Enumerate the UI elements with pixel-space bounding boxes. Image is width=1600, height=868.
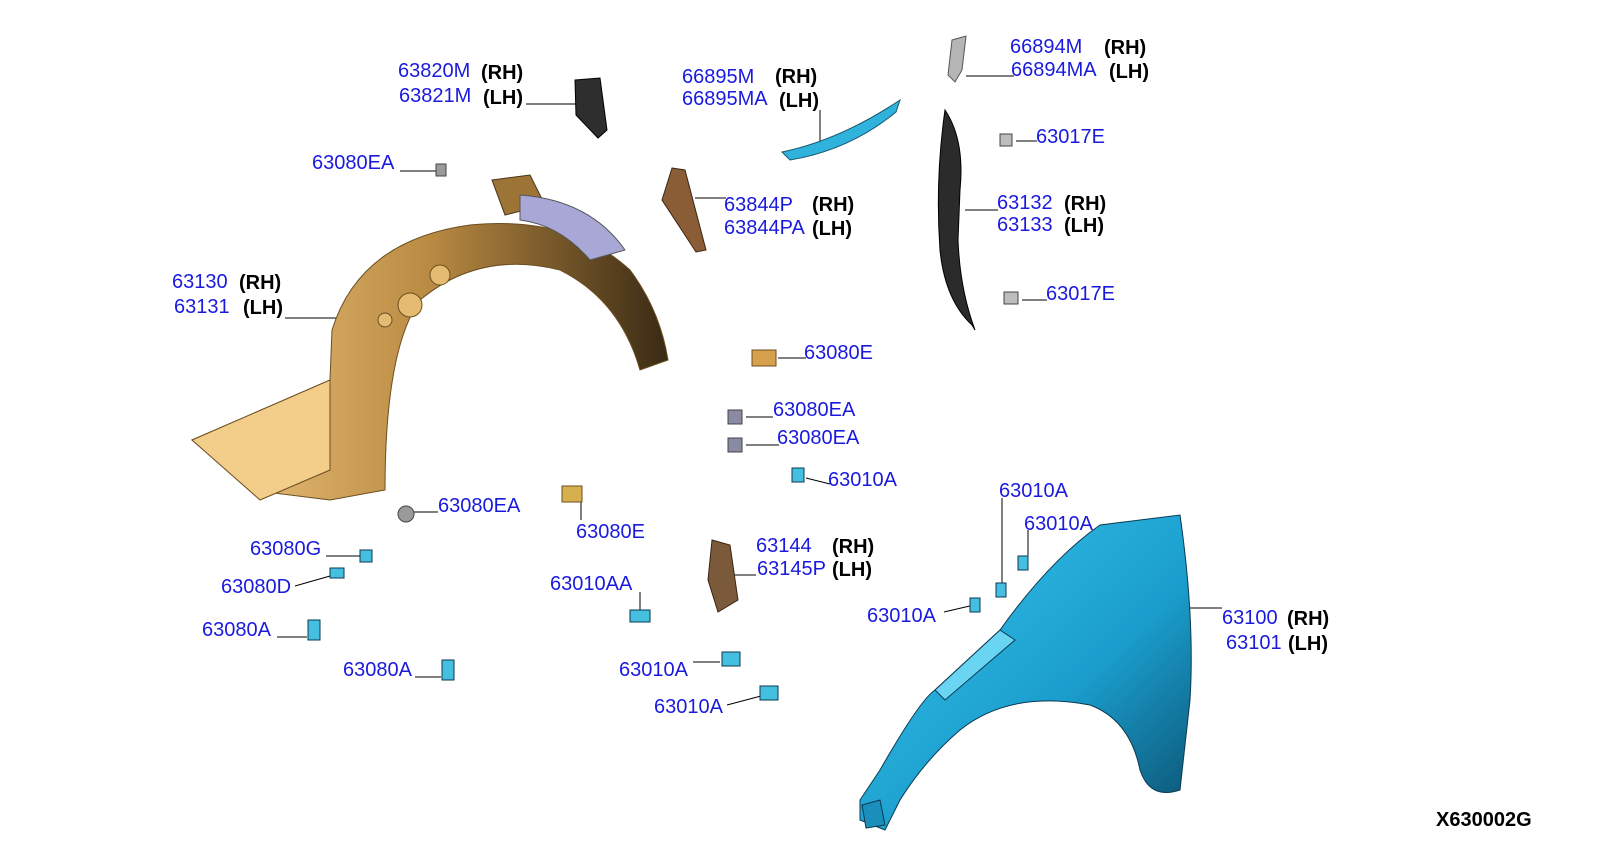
part-number-63080E[interactable]: 63080E	[576, 521, 645, 543]
part-number-63010A[interactable]: 63010A	[999, 480, 1068, 502]
part-number-63010A[interactable]: 63010A	[1024, 513, 1093, 535]
nut-63080G	[359, 549, 373, 563]
clip-63080E-a	[751, 349, 777, 367]
part-number-63820M[interactable]: 63820M	[398, 60, 471, 82]
side-lh: (LH)	[779, 90, 819, 112]
part-number-63844P[interactable]: 63844P	[724, 194, 793, 216]
clip-63017E-a	[999, 133, 1013, 147]
side-rh: (RH)	[1287, 608, 1330, 630]
part-number-63010A[interactable]: 63010A	[619, 659, 688, 681]
side-lh: (LH)	[812, 218, 852, 240]
part-number-63080EA[interactable]: 63080EA	[312, 152, 395, 174]
side-rh: (RH)	[481, 62, 524, 84]
side-rh: (RH)	[775, 66, 818, 88]
side-rh: (RH)	[1064, 193, 1107, 215]
bolt-63010AA	[629, 609, 651, 623]
screw-63080A-a	[307, 619, 321, 641]
part-number-63017E[interactable]: 63017E	[1036, 126, 1105, 148]
wheel-liner-part	[191, 174, 669, 501]
screw-63080A-b	[441, 659, 455, 681]
side-lh: (LH)	[1064, 215, 1104, 237]
part-number-63132[interactable]: 63132	[997, 192, 1053, 214]
part-number-63080G[interactable]: 63080G	[250, 538, 322, 560]
clip-63080EA-b	[727, 409, 743, 425]
part-number-63080E[interactable]: 63080E	[804, 342, 873, 364]
part-number-63080A[interactable]: 63080A	[202, 619, 271, 641]
diagram-code: X630002G	[1436, 809, 1532, 831]
bracket-63844-part	[661, 167, 707, 253]
side-rh: (RH)	[239, 272, 282, 294]
part-number-66895M[interactable]: 66895M	[682, 66, 755, 88]
part-number-63130[interactable]: 63130	[172, 271, 228, 293]
part-number-63133[interactable]: 63133	[997, 214, 1053, 236]
part-number-63080EA[interactable]: 63080EA	[773, 399, 856, 421]
part-number-66894MA[interactable]: 66894MA	[1011, 59, 1097, 81]
part-number-63080A[interactable]: 63080A	[343, 659, 412, 681]
side-rh: (RH)	[832, 536, 875, 558]
part-number-63080D[interactable]: 63080D	[221, 576, 292, 598]
bolt-63010A-e	[721, 651, 741, 667]
bolt-63010A-c	[1017, 555, 1029, 571]
side-rh: (RH)	[1104, 37, 1147, 59]
clip-63080E-b	[561, 485, 583, 503]
clip-63080EA-d	[397, 505, 415, 523]
part-number-66894M[interactable]: 66894M	[1010, 36, 1083, 58]
bracket-66894-part	[947, 35, 967, 83]
clip-63080EA-a	[435, 163, 447, 177]
side-lh: (LH)	[243, 297, 283, 319]
part-number-63010A[interactable]: 63010A	[867, 605, 936, 627]
side-lh: (LH)	[1288, 633, 1328, 655]
fender-part	[859, 514, 1192, 831]
part-number-63101[interactable]: 63101	[1226, 632, 1282, 654]
part-number-63100[interactable]: 63100	[1222, 607, 1278, 629]
bolt-63010A-b	[995, 582, 1007, 598]
part-number-66895MA[interactable]: 66895MA	[682, 88, 768, 110]
bolt-63010A-f	[759, 685, 779, 701]
side-rh: (RH)	[812, 194, 855, 216]
side-lh: (LH)	[483, 87, 523, 109]
side-lh: (LH)	[832, 559, 872, 581]
part-number-63145P[interactable]: 63145P	[757, 558, 826, 580]
part-number-63844PA[interactable]: 63844PA	[724, 217, 805, 239]
seal-66895-part	[780, 98, 901, 161]
part-number-63144[interactable]: 63144	[756, 535, 812, 557]
part-number-63821M[interactable]: 63821M	[399, 85, 472, 107]
clip-63080EA-c	[727, 437, 743, 453]
bolt-63010A-d	[969, 597, 981, 613]
part-number-63010AA[interactable]: 63010AA	[550, 573, 633, 595]
bolt-63010A-a	[791, 467, 805, 483]
leader-lines	[277, 75, 1222, 706]
splash-guard-part	[937, 108, 976, 331]
part-number-63017E[interactable]: 63017E	[1046, 283, 1115, 305]
part-number-63131[interactable]: 63131	[174, 296, 230, 318]
clip-63017E-b	[1003, 291, 1019, 305]
bracket-63144-part	[707, 539, 739, 613]
part-number-63010A[interactable]: 63010A	[828, 469, 897, 491]
side-lh: (LH)	[1109, 61, 1149, 83]
part-number-63080EA[interactable]: 63080EA	[777, 427, 860, 449]
part-number-63080EA[interactable]: 63080EA	[438, 495, 521, 517]
screw-63080D	[329, 567, 345, 579]
part-number-63010A[interactable]: 63010A	[654, 696, 723, 718]
bracket-63820-part	[574, 77, 608, 139]
fasteners	[307, 133, 1029, 701]
